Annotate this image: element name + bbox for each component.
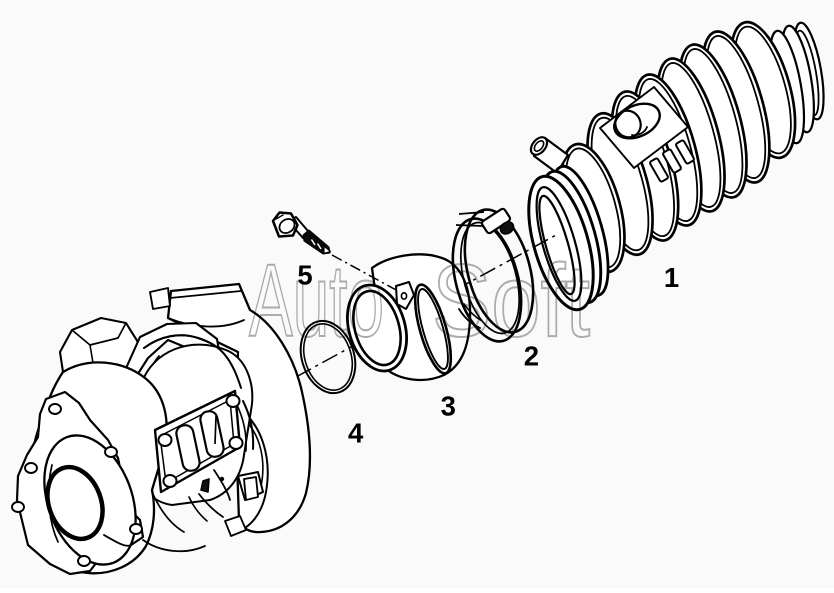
svg-text:1: 1 (664, 262, 679, 293)
svg-text:5: 5 (297, 260, 312, 291)
svg-text:3: 3 (441, 391, 456, 422)
svg-text:Soft: Soft (432, 243, 590, 358)
svg-text:4: 4 (348, 418, 364, 449)
svg-text:2: 2 (524, 341, 539, 372)
svg-text:Auto: Auto (249, 243, 384, 358)
